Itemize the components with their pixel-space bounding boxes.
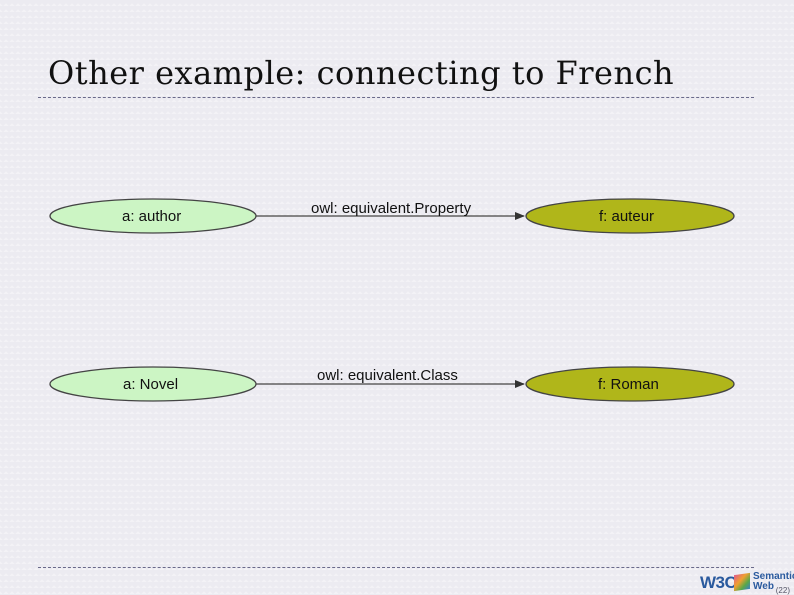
- node-a-novel: [49, 366, 257, 402]
- slide-title: Other example: connecting to French: [48, 54, 675, 92]
- node-label-a-novel: a: Novel: [123, 376, 178, 393]
- node-label-f-auteur: f: auteur: [599, 208, 654, 225]
- page-number: (22): [775, 586, 790, 595]
- node-a-author: [49, 198, 257, 234]
- node-f-roman: [525, 366, 735, 402]
- w3c-logo: W3C: [700, 573, 737, 592]
- semantic-web-cube-icon: [734, 572, 750, 592]
- edge-label-equivalent-property: owl: equivalent.Property: [311, 200, 472, 217]
- edge-label-equivalent-class: owl: equivalent.Class: [317, 367, 458, 384]
- footer-divider: [38, 567, 754, 568]
- node-f-auteur: [525, 198, 735, 234]
- footer-logos: W3C Semantic Web (22): [698, 571, 794, 595]
- title-divider: [38, 97, 754, 98]
- semantic-web-logo-line1: Semantic: [753, 571, 794, 582]
- semantic-web-logo-line2: Web: [753, 581, 774, 592]
- node-label-a-author: a: author: [122, 208, 181, 225]
- node-label-f-roman: f: Roman: [598, 376, 659, 393]
- semantic-web-logo: Semantic Web: [753, 572, 794, 592]
